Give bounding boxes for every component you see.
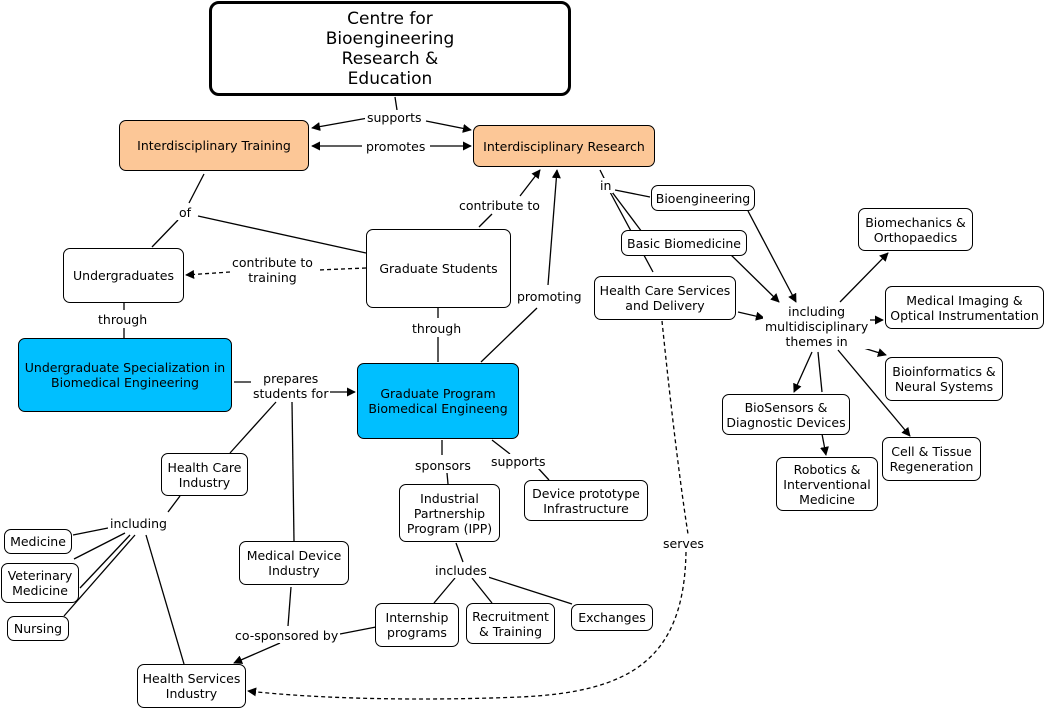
link-label-promotes: promotes <box>364 139 428 154</box>
biosensors-node[interactable]: BioSensors & Diagnostic Devices <box>722 394 850 435</box>
robotics-node[interactable]: Robotics & Interventional Medicine <box>776 457 878 511</box>
health-care-industry-node[interactable]: Health Care Industry <box>161 453 248 496</box>
link-label-in: in <box>598 178 614 193</box>
link-label-through-center: through <box>410 321 464 336</box>
basic-biomedicine-node[interactable]: Basic Biomedicine <box>621 230 747 256</box>
nursing-node[interactable]: Nursing <box>7 616 69 641</box>
health-care-services-node[interactable]: Health Care Services and Delivery <box>594 276 736 320</box>
link-label-includes: includes <box>433 563 489 578</box>
link-label-sponsors: sponsors <box>413 458 473 473</box>
link-label-contribute-to-training: contribute to training <box>230 255 315 285</box>
medical-device-industry-node[interactable]: Medical Device Industry <box>239 541 349 585</box>
undergrad-specialization-node[interactable]: Undergraduate Specialization in Biomedic… <box>18 338 232 412</box>
link-label-through-left: through <box>96 312 150 327</box>
link-label-including-themes: including multidisciplinary themes in <box>763 304 871 349</box>
cell-tissue-node[interactable]: Cell & Tissue Regeneration <box>882 437 981 481</box>
health-services-industry-node[interactable]: Health Services Industry <box>137 664 246 708</box>
link-label-including-industry: including <box>108 516 169 531</box>
interdisciplinary-research-node[interactable]: Interdisciplinary Research <box>473 125 655 167</box>
link-label-promoting: promoting <box>515 289 584 304</box>
graduate-students-node[interactable]: Graduate Students <box>366 229 511 308</box>
link-label-serves: serves <box>661 536 706 551</box>
link-label-co-sponsored-by: co-sponsored by <box>233 628 341 643</box>
graduate-program-node[interactable]: Graduate Program Biomedical Engineeng <box>357 363 519 439</box>
centre-title-node[interactable]: Centre for Bioengineering Research & Edu… <box>209 1 571 96</box>
ipp-node[interactable]: Industrial Partnership Program (IPP) <box>399 484 500 542</box>
link-label-prepares-students-for: prepares students for <box>251 371 331 401</box>
internship-node[interactable]: Internship programs <box>375 603 459 647</box>
link-label-supports-bottom: supports <box>489 454 548 469</box>
medicine-node[interactable]: Medicine <box>4 529 72 554</box>
bioinformatics-node[interactable]: Bioinformatics & Neural Systems <box>885 357 1003 401</box>
bioengineering-node[interactable]: Bioengineering <box>651 185 755 211</box>
device-prototype-node[interactable]: Device prototype Infrastructure <box>524 480 648 521</box>
link-label-contribute-to: contribute to <box>457 198 542 213</box>
link-label-of: of <box>177 205 194 220</box>
interdisciplinary-training-node[interactable]: Interdisciplinary Training <box>119 120 309 171</box>
medical-imaging-node[interactable]: Medical Imaging & Optical Instrumentatio… <box>885 286 1044 329</box>
biomechanics-node[interactable]: Biomechanics & Orthopaedics <box>858 208 973 251</box>
veterinary-medicine-node[interactable]: Veterinary Medicine <box>1 563 79 603</box>
link-label-supports-top: supports <box>365 110 424 125</box>
recruitment-node[interactable]: Recruitment & Training <box>466 603 555 644</box>
undergraduates-node[interactable]: Undergraduates <box>63 248 184 303</box>
exchanges-node[interactable]: Exchanges <box>571 604 653 631</box>
